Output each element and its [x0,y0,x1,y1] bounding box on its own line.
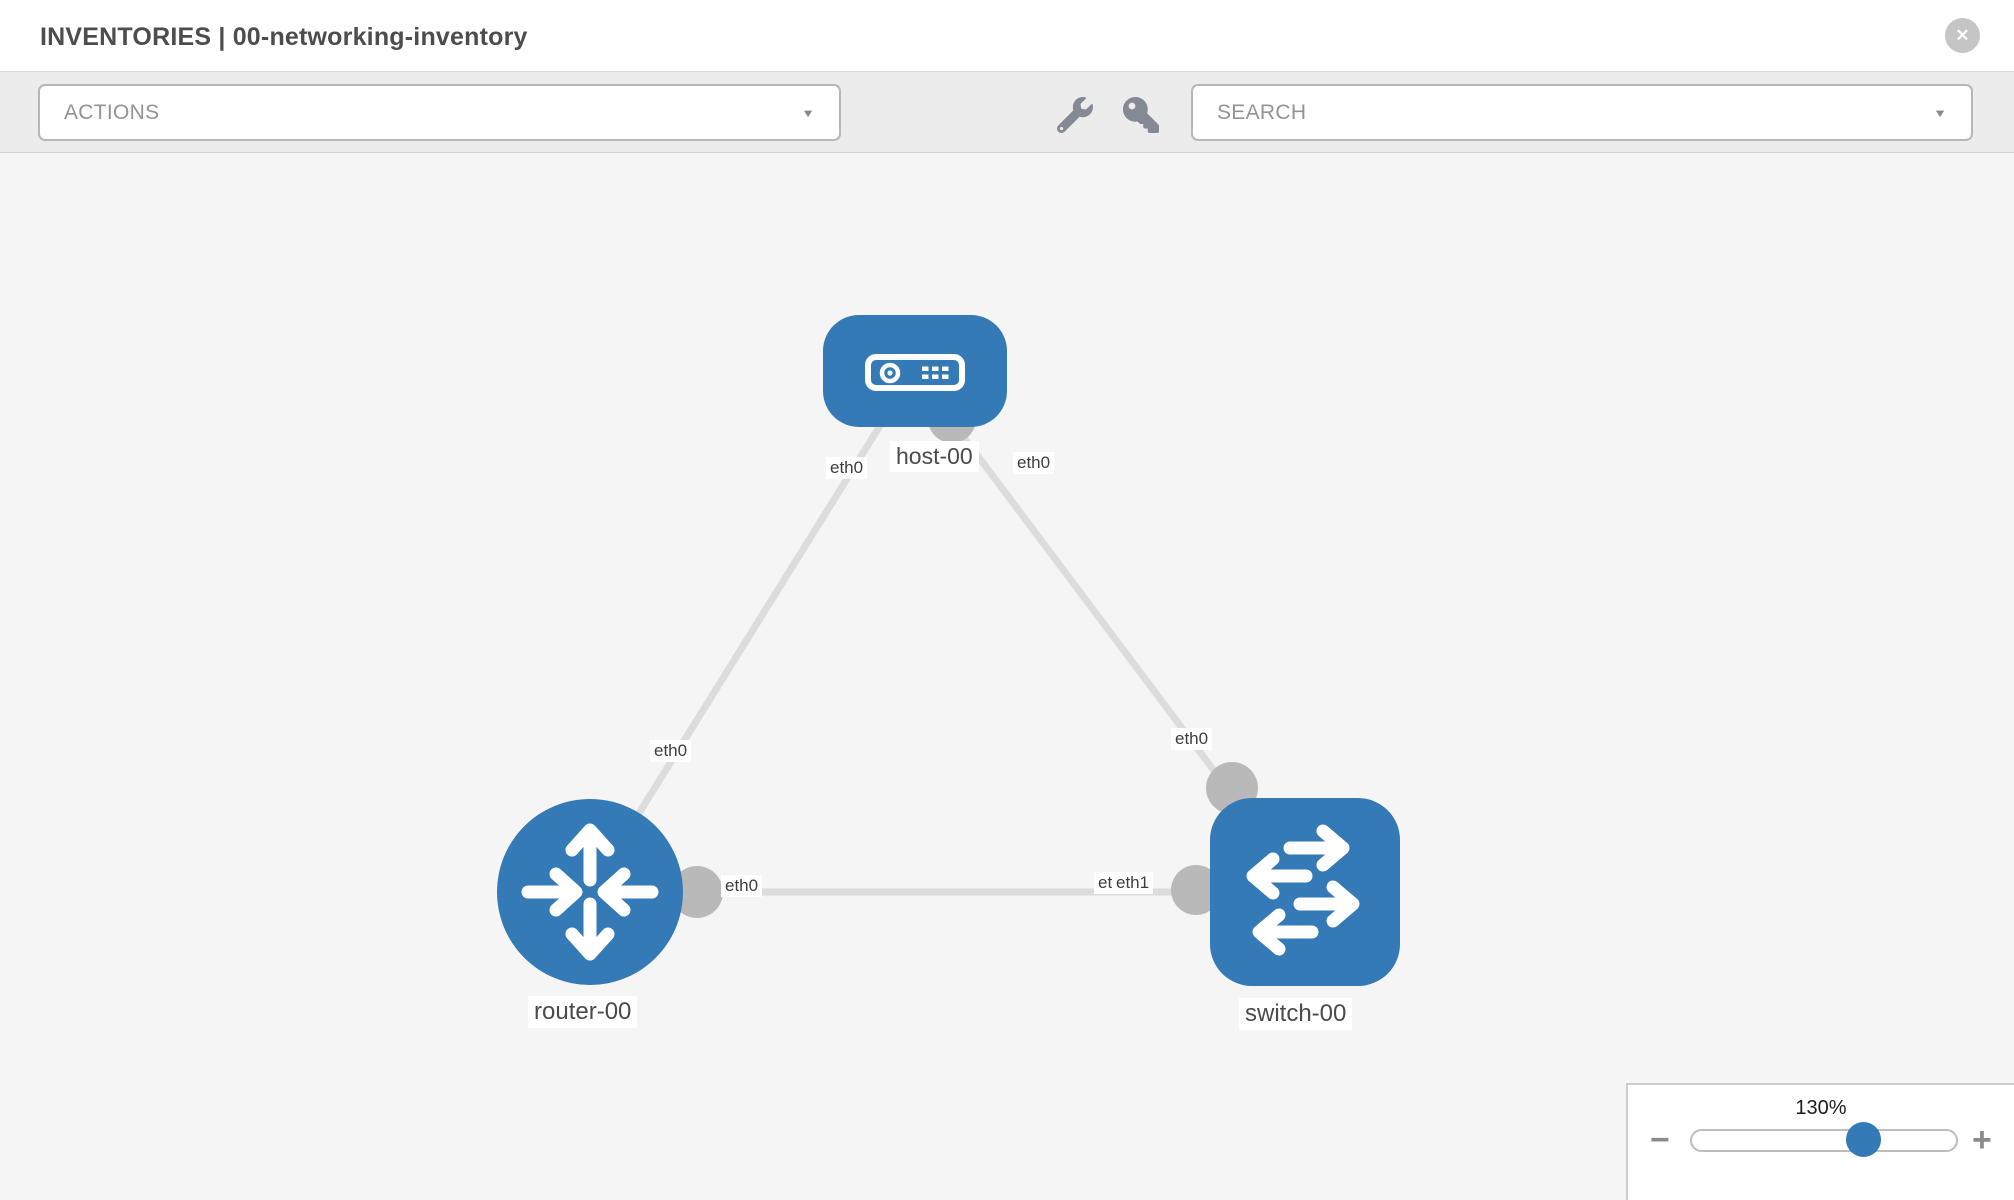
toolbar: ACTIONS ▼ SEARCH ▼ [0,72,2014,153]
topology-canvas[interactable]: host-00 router-00 switch-00 eth0 eth0 et… [0,153,2014,1200]
node-router-00[interactable] [497,799,683,985]
key-icon[interactable] [1123,97,1159,133]
header: INVENTORIES | 00-networking-inventory ✕ [0,0,2014,72]
search-dropdown[interactable]: SEARCH ▼ [1191,84,1973,141]
zoom-slider-thumb[interactable] [1846,1122,1881,1157]
node-label-host-00: host-00 [890,441,979,472]
chevron-down-icon: ▼ [801,106,815,119]
actions-dropdown-label: ACTIONS [64,100,160,124]
node-host-00[interactable] [823,315,1007,427]
iface-label-switch-eth1: eth1 [1112,872,1154,894]
host-icon [865,354,965,391]
iface-label-router-eth0-top: eth0 [650,740,692,762]
zoom-in-icon[interactable]: + [1972,1121,1992,1159]
port-switch-eth1 [1171,865,1221,915]
node-label-router-00: router-00 [528,996,638,1028]
iface-label-host-eth0-left: eth0 [826,457,868,479]
zoom-slider[interactable] [1690,1122,1958,1157]
iface-label-router-eth0-right: eth0 [721,875,763,897]
iface-label-switch-eth0-top: eth0 [1171,728,1213,750]
zoom-control-panel: 130% − + [1626,1083,2014,1200]
search-dropdown-label: SEARCH [1217,100,1307,124]
router-icon [521,823,659,961]
zoom-out-icon[interactable]: − [1650,1121,1670,1159]
node-label-switch-00: switch-00 [1239,998,1353,1030]
actions-dropdown[interactable]: ACTIONS ▼ [38,84,841,141]
zoom-level-value: 130% [1795,1097,1847,1119]
switch-icon [1246,824,1360,956]
close-icon[interactable]: ✕ [1945,18,1980,53]
iface-label-host-eth0-right: eth0 [1013,452,1055,474]
wrench-icon[interactable] [1057,97,1093,133]
port-router-eth0 [671,866,723,918]
chevron-down-icon: ▼ [1933,106,1947,119]
node-switch-00[interactable] [1210,798,1400,986]
page-title: INVENTORIES | 00-networking-inventory [40,23,528,51]
